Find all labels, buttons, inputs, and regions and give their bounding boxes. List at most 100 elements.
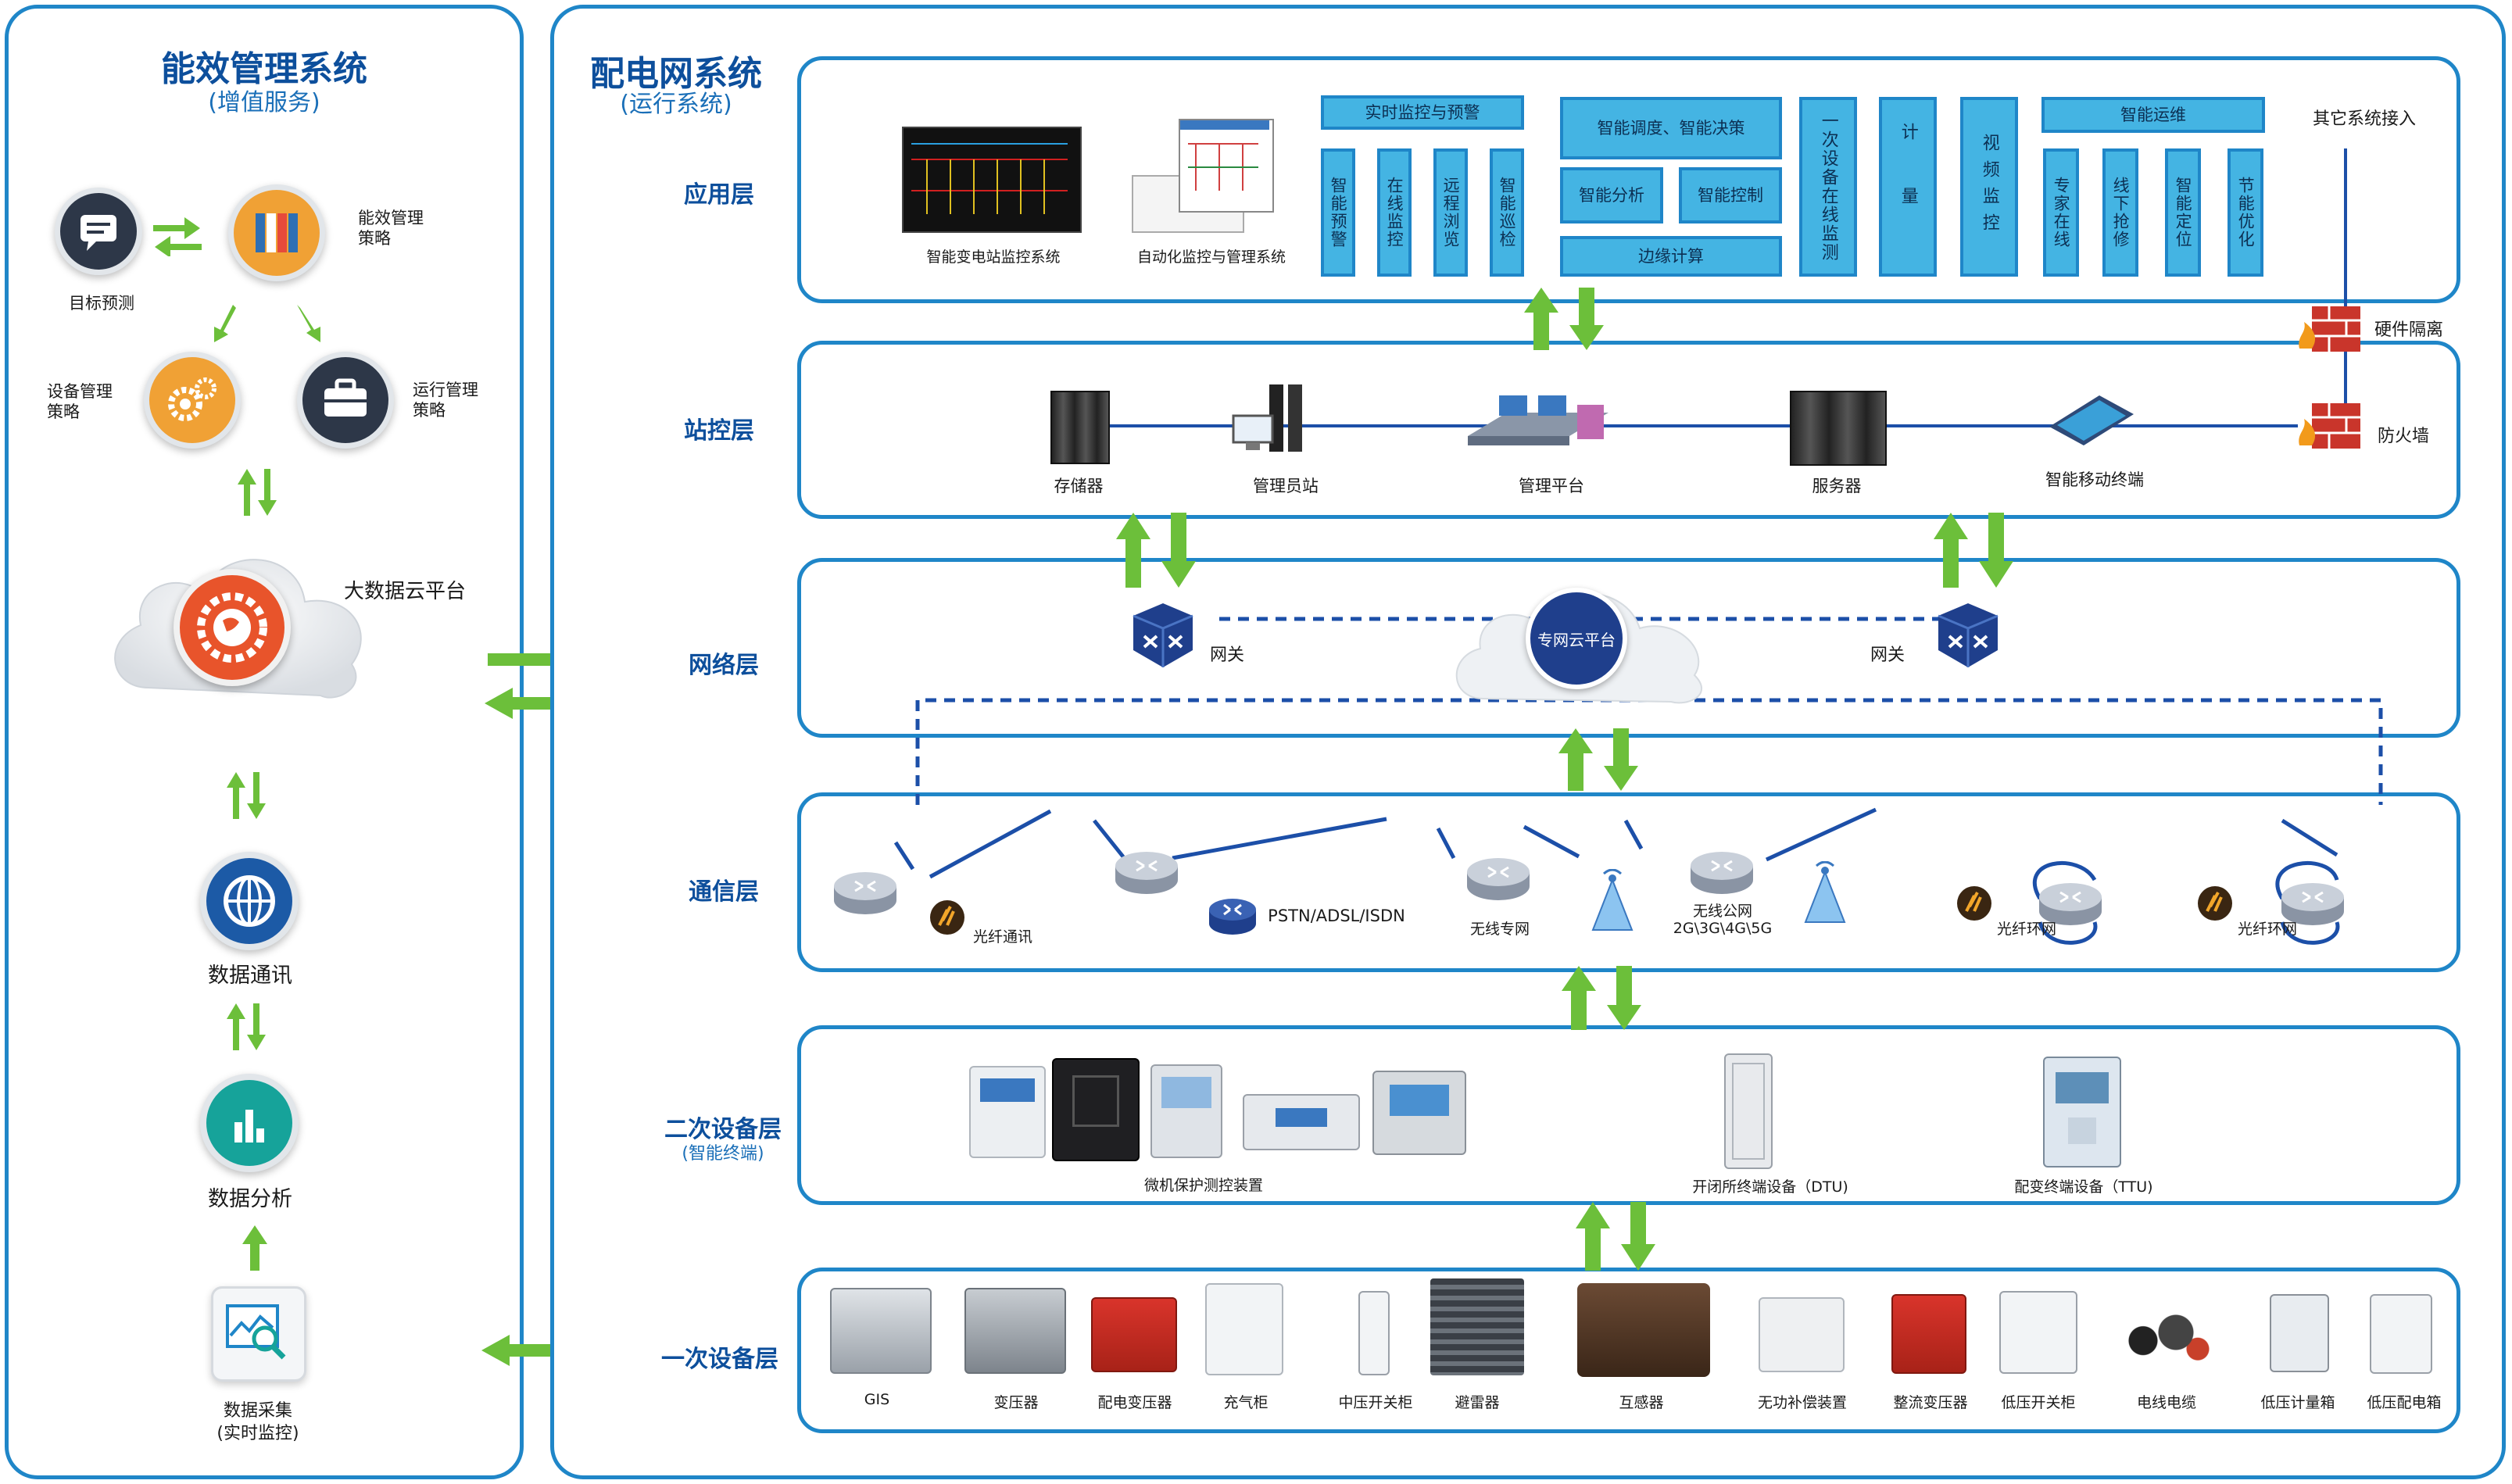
secondary-layer-frame [797,1025,2460,1205]
gateway-right-label: 网关 [1870,645,1905,665]
router-icon [2281,883,2344,925]
primary-device-label-12: 低压计量箱 [2260,1394,2335,1411]
distribution-transformer-icon [1091,1297,1177,1372]
ops-item-1: 专家在线 [2043,148,2079,277]
monitor-search-icon [211,1286,306,1382]
layer-title-secondary: 二次设备层 [664,1116,782,1143]
server-icon [1790,391,1887,466]
hardware-isolation-label: 硬件隔离 [2374,320,2444,340]
reactive-compensation-icon [1759,1297,1845,1372]
gateway-right-icon [1938,603,1999,667]
realtime-monitor-header: 实时监控与预警 [1321,95,1524,130]
wireless-private-label: 无线专网 [1469,921,1530,938]
substation-monitor-screen [902,127,1082,233]
updown-arrow-icon [1576,1202,1655,1271]
protection-device-1 [969,1066,1046,1158]
ops-item-2: 线下抢修 [2102,148,2138,277]
fiber-link-icon [1957,886,1991,921]
comm-layer-frame [797,792,2460,972]
left-panel-subtitle: (增值服务) [208,89,320,116]
left-arrow-icon [481,1335,585,1366]
smart-ops-header: 智能运维 [2041,97,2265,133]
protection-device-5 [1372,1071,1466,1155]
realtime-item-1: 智能预警 [1321,148,1355,277]
gis-equipment-icon [830,1288,932,1374]
gateway-left-label: 网关 [1209,645,1244,665]
primary-device-label-4: 充气柜 [1223,1394,1269,1411]
cables-icon [2110,1291,2220,1374]
protection-device-label: 微机保护测控装置 [1143,1177,1263,1194]
pstn-label: PSTN/ADSL/ISDN [1268,906,1405,925]
swap-arrows-icon [153,217,202,256]
firewall-label: 防火墙 [2378,427,2430,446]
layer-title-comm: 通信层 [689,878,759,906]
lv-meter-box-icon [2270,1294,2329,1372]
mobile-terminal-icon [2049,395,2134,445]
data-communication-icon [200,852,299,950]
firewall-icon [2299,403,2360,449]
mv-switchgear-icon [1358,1291,1390,1375]
bar-chart-icon [200,1074,299,1172]
layer-title-app: 应用层 [684,181,754,209]
operation-strategy-label: 运行管理 策略 [413,381,478,420]
right-panel-title: 配电网系统 [590,54,762,94]
chat-icon [55,188,142,275]
automation-screen-front [1179,119,1274,213]
primary-device-label-5: 中压开关柜 [1338,1394,1413,1411]
other-systems-line [2344,148,2347,445]
management-platform-label: 管理平台 [1519,477,1584,495]
updown-arrow-icon [227,1003,266,1050]
data-collection-label: 数据采集 (实时监控) [216,1401,299,1443]
router-icon [1115,852,1178,894]
toolbox-icon [297,352,394,449]
edge-computing-box: 边缘计算 [1560,236,1782,277]
ops-item-4: 节能优化 [2228,148,2263,277]
folders-icon [228,184,325,281]
rectifier-transformer-icon [1891,1294,1966,1374]
layer-title-network: 网络层 [689,652,759,679]
substation-monitor-label: 智能变电站监控系统 [926,249,1061,266]
arrow-down-right-icon [297,305,320,342]
smart-analysis-box: 智能分析 [1560,167,1663,223]
updown-arrow-icon [1116,513,1196,588]
management-platform-icon [1452,381,1616,460]
realtime-item-2: 在线监控 [1377,148,1412,277]
admin-station-label: 管理员站 [1253,477,1319,495]
updown-arrow-icon [1558,728,1638,791]
comm-links [893,807,2340,945]
arrow-down-left-icon [214,305,236,342]
primary-device-label-2: 变压器 [993,1394,1039,1411]
primary-device-monitor-box: 一次设备在线监测 [1799,97,1857,277]
wireless-tower-icon [1804,861,1846,923]
left-panel-title: 能效管理系统 [161,49,367,89]
storage-icon [1050,391,1110,464]
server-label: 服务器 [1812,477,1862,495]
updown-arrow-icon [1934,513,2013,588]
globe-gear-icon [174,569,291,686]
arrow-up-icon [242,1225,267,1271]
router-icon [1467,858,1530,900]
video-monitor-box: 视频监控 [1960,97,2018,277]
wireless-public-label: 无线公网 2G\3G\4G\5G [1673,903,1773,937]
storage-label: 存储器 [1054,477,1104,495]
realtime-item-4: 智能巡检 [1490,148,1524,277]
primary-device-label-1: GIS [864,1391,890,1408]
private-cloud-label: 专网云平台 [1537,630,1616,649]
primary-device-label-11: 电线电缆 [2136,1394,2196,1411]
private-cloud-platform-badge: 专网云平台 [1526,588,1627,689]
fiber-ring-label-1: 光纤环网 [1996,921,2056,938]
pstn-router-icon [1209,899,1256,935]
layer-subtitle-secondary: (智能终端) [682,1144,764,1164]
updown-arrow-icon [1524,288,1604,350]
wireless-tower-icon [1591,869,1634,931]
device-strategy-label: 设备管理 策略 [47,382,113,422]
lv-switchgear-icon [1999,1291,2077,1374]
primary-device-label-9: 整流变压器 [1893,1394,1968,1411]
ops-item-3: 智能定位 [2165,148,2201,277]
dtu-cabinet [1724,1053,1773,1169]
firewall-icon [2299,306,2360,352]
data-comm-label: 数据通讯 [208,964,292,988]
ttu-meter [2043,1057,2121,1168]
admin-workstation-icon [1230,381,1324,460]
router-icon [1691,852,1753,894]
